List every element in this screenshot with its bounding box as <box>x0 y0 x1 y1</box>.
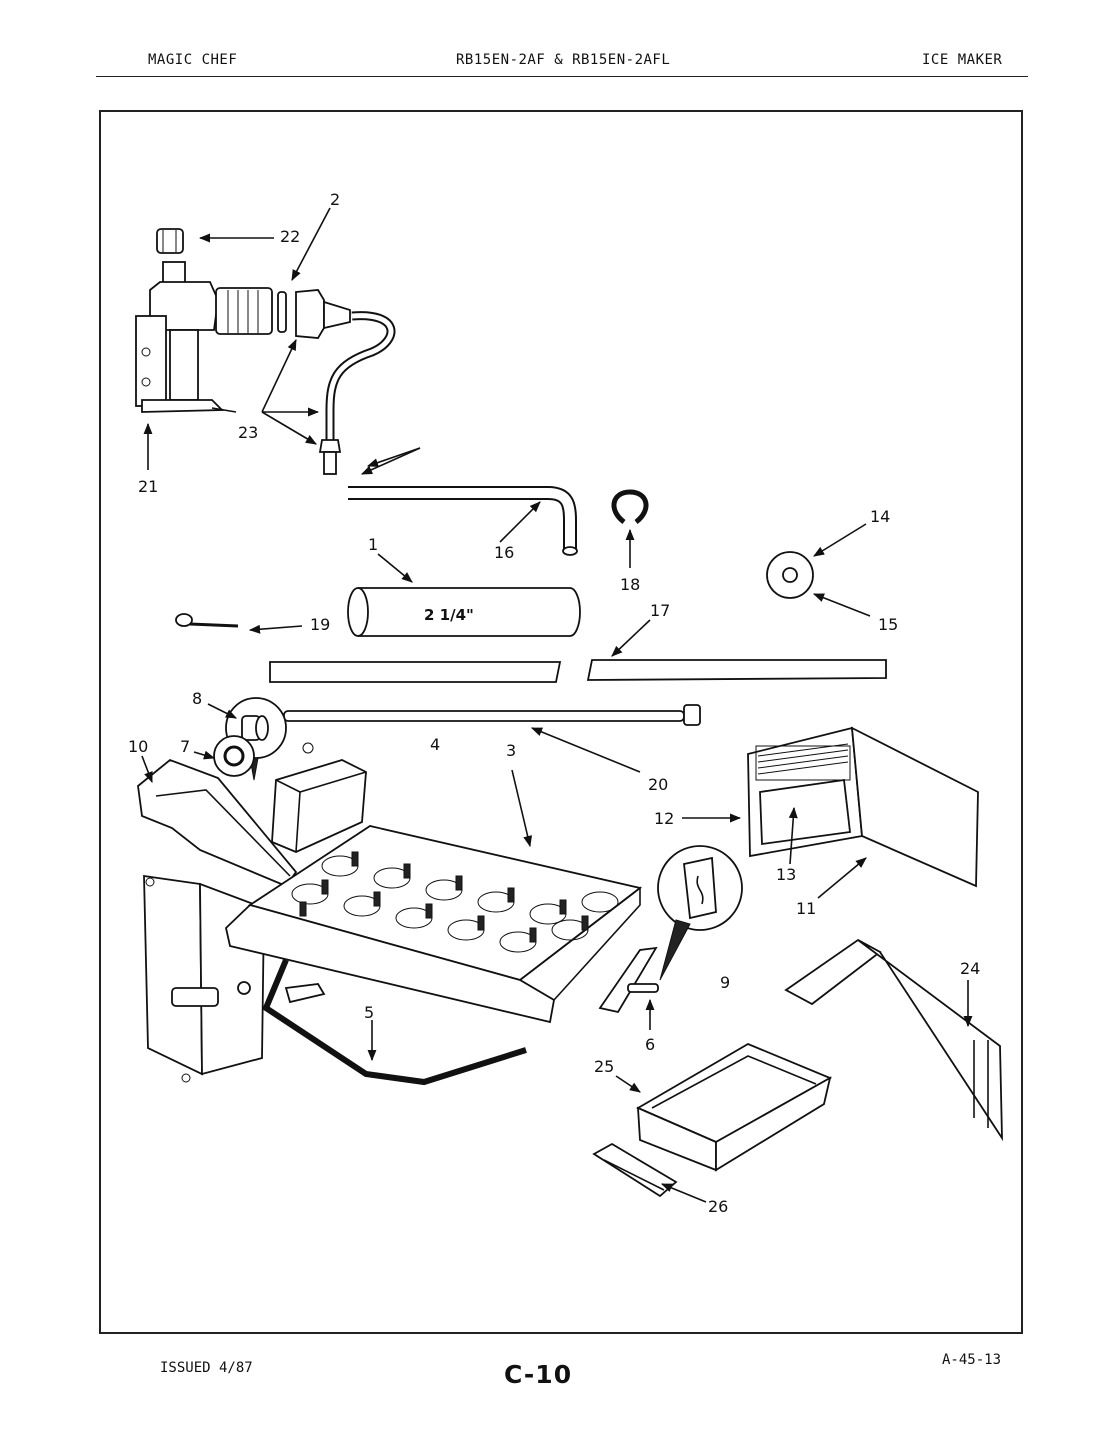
callout-7: 7 <box>180 737 190 756</box>
front-cover <box>747 726 979 888</box>
washer-14-15 <box>766 551 814 599</box>
callout-6: 6 <box>645 1035 655 1054</box>
callout-22: 22 <box>280 227 300 246</box>
leader-lines <box>141 207 973 1203</box>
callout-16: 16 <box>494 543 514 562</box>
page-number: C-10 <box>504 1360 573 1389</box>
callout-19: 19 <box>310 615 330 634</box>
bracket-26 <box>592 1142 678 1198</box>
cable-tie-20 <box>283 704 701 726</box>
callout-26: 26 <box>708 1197 728 1216</box>
tube-16 <box>348 486 578 556</box>
callout-1: 1 <box>368 535 378 554</box>
header-rule <box>96 76 1028 77</box>
callout-20: 20 <box>648 775 668 794</box>
ice-bin-25 <box>636 1042 833 1172</box>
document-code: A-45-13 <box>942 1352 1002 1368</box>
callout-15: 15 <box>878 615 898 634</box>
callout-5: 5 <box>364 1003 374 1022</box>
callout-21: 21 <box>138 477 158 496</box>
callout-8: 8 <box>192 689 202 708</box>
callout-12: 12 <box>654 809 674 828</box>
clip-19 <box>175 613 239 628</box>
detail-7 <box>213 735 255 777</box>
callout-11: 11 <box>796 899 816 918</box>
callout-17: 17 <box>650 601 670 620</box>
tube-size-label: 2 1/4" <box>424 606 474 624</box>
callout-24: 24 <box>960 959 980 978</box>
callout-13: 13 <box>776 865 796 884</box>
ice-maker-assembly <box>137 742 743 1086</box>
sleeve-1: 2 1/4" <box>347 587 581 637</box>
header-brand: MAGIC CHEF <box>148 52 238 68</box>
callout-25: 25 <box>594 1057 614 1076</box>
issued-date: ISSUED 4/87 <box>160 1360 253 1376</box>
callout-14: 14 <box>870 507 890 526</box>
clamp-18 <box>611 489 649 524</box>
callout-10: 10 <box>128 737 148 756</box>
callout-numbers: 1 2 3 4 5 6 7 8 9 10 11 12 13 14 15 16 1… <box>128 190 980 1216</box>
water-valve-assembly <box>135 228 396 475</box>
callout-18: 18 <box>620 575 640 594</box>
header-section: ICE MAKER <box>922 52 1003 68</box>
header-models: RB15EN-2AF & RB15EN-2AFL <box>456 52 671 68</box>
diagram-frame <box>99 110 1023 1334</box>
tube-17 <box>269 659 887 683</box>
callout-3: 3 <box>506 741 516 760</box>
callout-2: 2 <box>330 190 340 209</box>
callout-4: 4 <box>430 735 440 754</box>
callout-9: 9 <box>720 973 730 992</box>
callout-23: 23 <box>238 423 258 442</box>
shelf-24 <box>784 938 1003 1142</box>
